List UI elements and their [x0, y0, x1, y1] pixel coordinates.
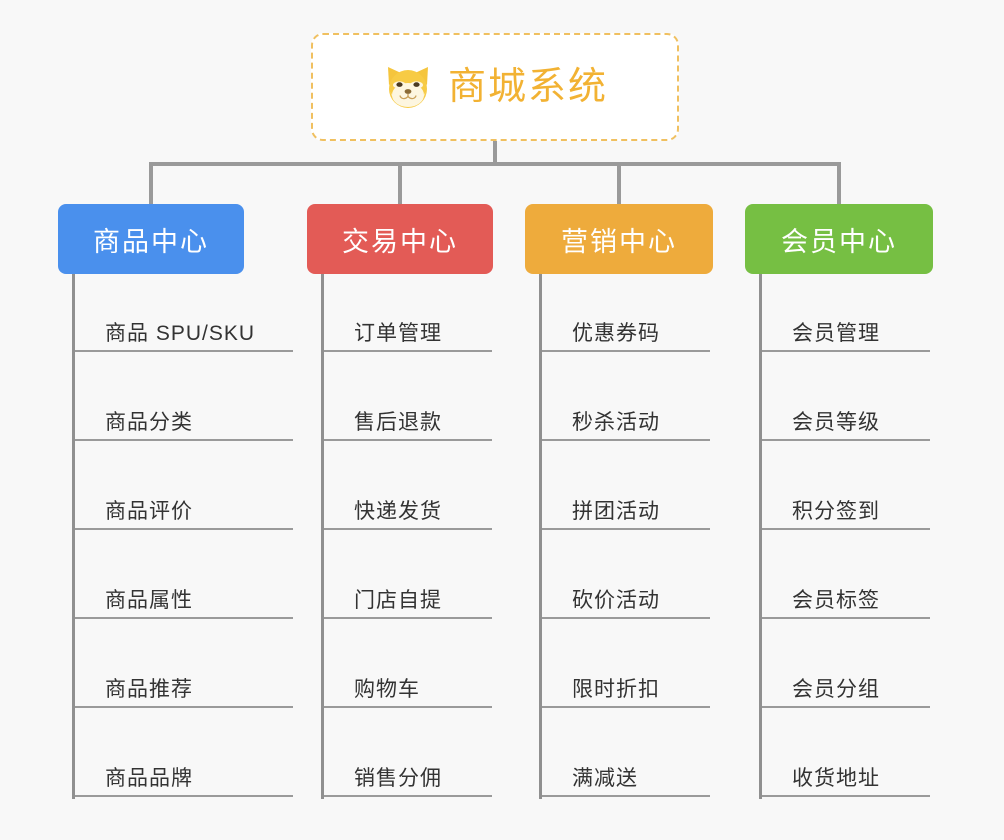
leaf-underline [75, 795, 293, 797]
branch-spine [321, 274, 324, 799]
leaf-label: 商品评价 [105, 500, 193, 523]
leaf-label: 商品属性 [105, 589, 193, 612]
connector-branch-drop-3 [617, 162, 621, 204]
connector-branch-drop-4 [837, 162, 841, 204]
leaf-underline [324, 439, 492, 441]
root-node[interactable]: 商城系统 [311, 33, 679, 141]
leaf-underline [75, 350, 293, 352]
leaf-underline [762, 795, 930, 797]
leaf-underline [762, 528, 930, 530]
leaf-label: 收货地址 [792, 767, 880, 790]
leaf-label: 购物车 [354, 678, 420, 701]
leaf-label: 商品推荐 [105, 678, 193, 701]
leaf-label: 商品品牌 [105, 767, 193, 790]
leaf-label: 秒杀活动 [572, 411, 660, 434]
category-node-3[interactable]: 营销中心 [525, 204, 713, 274]
leaf-label: 会员等级 [792, 411, 880, 434]
leaf-underline [324, 706, 492, 708]
leaf-label: 会员管理 [792, 322, 880, 345]
leaf-label: 会员分组 [792, 678, 880, 701]
leaf-label: 商品 SPU/SKU [105, 322, 256, 345]
leaf-label: 满减送 [572, 767, 638, 790]
leaf-label: 销售分佣 [354, 767, 442, 790]
branch-1: 商品 SPU/SKU 商品分类商品评价商品属性商品推荐商品品牌 [72, 274, 294, 801]
leaf-label: 订单管理 [354, 322, 442, 345]
leaf-underline [324, 350, 492, 352]
leaf-label: 售后退款 [354, 411, 442, 434]
connector-root-stem [493, 141, 497, 166]
leaf-underline [762, 439, 930, 441]
connector-branch-drop-1 [149, 162, 153, 204]
category-node-4[interactable]: 会员中心 [745, 204, 933, 274]
category-node-1[interactable]: 商品中心 [58, 204, 244, 274]
leaf-underline [542, 350, 710, 352]
leaf-label: 砍价活动 [572, 589, 660, 612]
leaf-label: 商品分类 [105, 411, 193, 434]
leaf-underline [324, 795, 492, 797]
branch-spine [72, 274, 75, 799]
leaf-underline [542, 617, 710, 619]
leaf-underline [542, 706, 710, 708]
category-node-2[interactable]: 交易中心 [307, 204, 493, 274]
branch-spine [759, 274, 762, 799]
leaf-underline [75, 528, 293, 530]
leaf-label: 会员标签 [792, 589, 880, 612]
leaf-label: 积分签到 [792, 500, 880, 523]
leaf-underline [542, 795, 710, 797]
branch-3: 优惠券码秒杀活动拼团活动砍价活动限时折扣满减送 [539, 274, 711, 801]
connector-branch-drop-2 [398, 162, 402, 204]
leaf-underline [75, 439, 293, 441]
leaf-underline [762, 617, 930, 619]
branch-spine [539, 274, 542, 799]
leaf-label: 快递发货 [354, 500, 442, 523]
leaf-label: 门店自提 [354, 589, 442, 612]
leaf-underline [542, 528, 710, 530]
leaf-underline [542, 439, 710, 441]
shiba-dog-face-icon [382, 61, 434, 113]
category-label: 交易中心 [342, 226, 458, 257]
leaf-underline [75, 617, 293, 619]
leaf-underline [324, 528, 492, 530]
leaf-underline [762, 350, 930, 352]
leaf-underline [762, 706, 930, 708]
branch-2: 订单管理售后退款快递发货门店自提购物车销售分佣 [321, 274, 493, 801]
leaf-label: 拼团活动 [572, 500, 660, 523]
leaf-label: 优惠券码 [572, 322, 660, 345]
category-label: 会员中心 [781, 226, 897, 257]
category-label: 营销中心 [561, 226, 677, 257]
connector-horizontal-bus [149, 162, 841, 166]
leaf-underline [324, 617, 492, 619]
leaf-label: 限时折扣 [572, 678, 660, 701]
category-label: 商品中心 [93, 226, 209, 257]
leaf-underline [75, 706, 293, 708]
root-title: 商城系统 [447, 66, 608, 108]
branch-4: 会员管理会员等级积分签到会员标签会员分组收货地址 [759, 274, 931, 801]
